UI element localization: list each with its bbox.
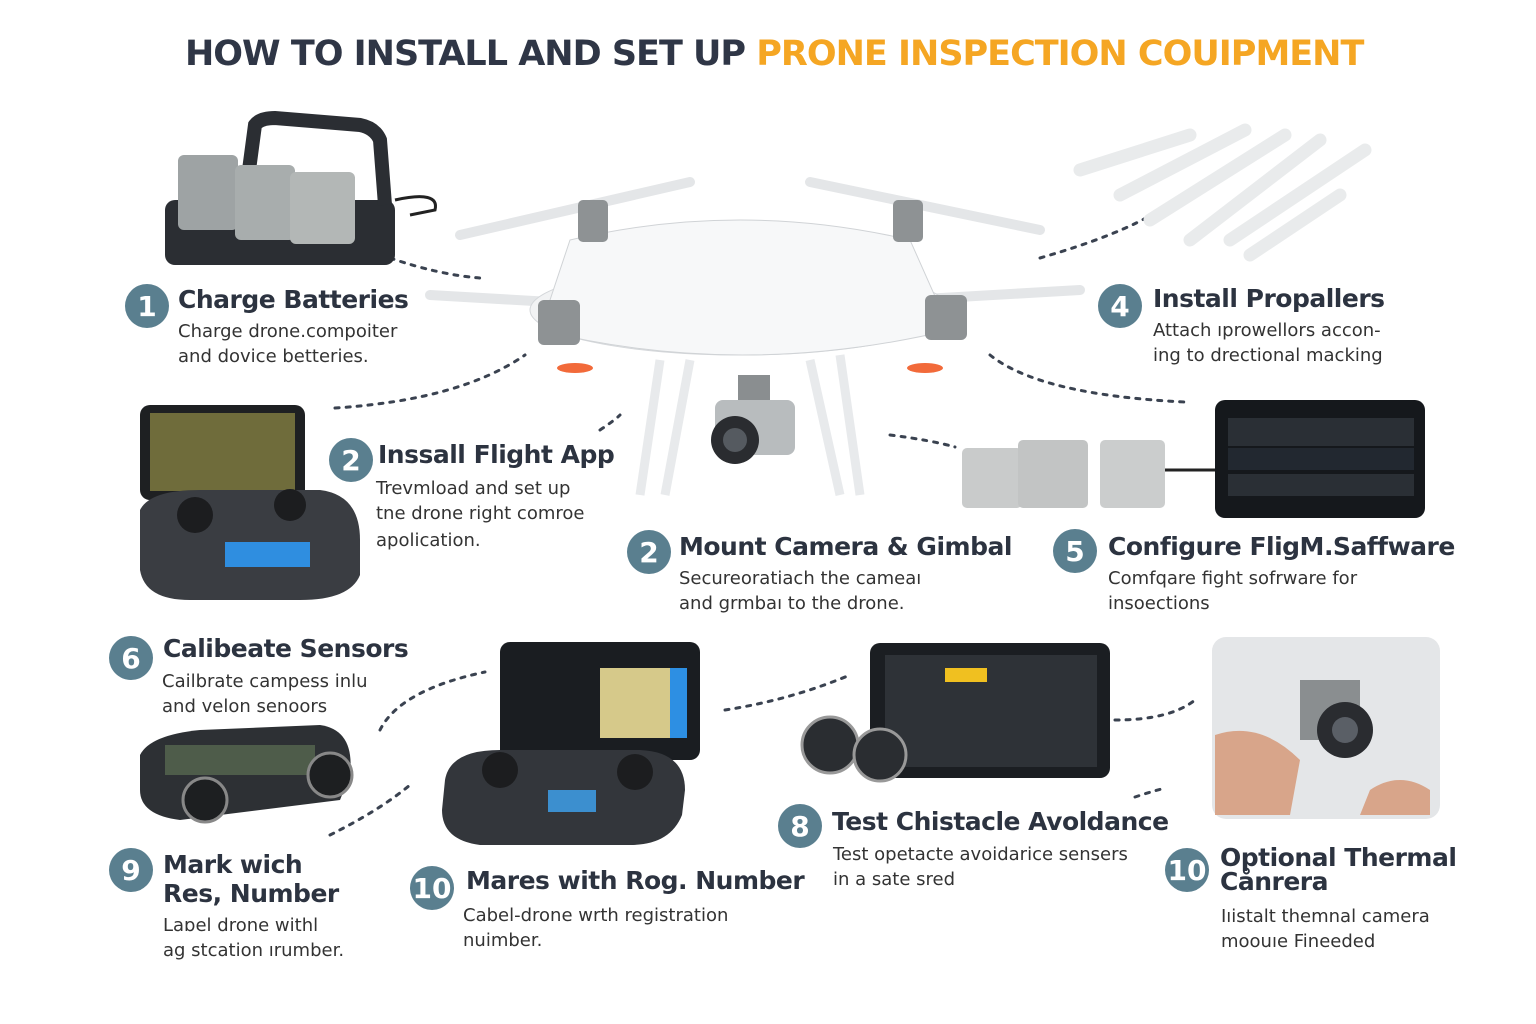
step-description: Attach ıprowellors accon-ing to drection…: [1153, 318, 1483, 368]
title-line: Res, Number: [163, 879, 339, 908]
step-number-badge: 10: [410, 866, 454, 910]
step-number-badge: 1: [125, 284, 169, 328]
step-number-badge: 2: [329, 438, 373, 482]
step-title: Mount Camera & Gimbal: [679, 532, 1012, 561]
step-description: Laɒel drone withl ag stcation ırumber.: [163, 913, 493, 963]
step-number-badge: 8: [778, 804, 822, 848]
step-number-badge: 9: [109, 848, 153, 892]
description-line: and velon senoors: [162, 696, 328, 717]
thermal-camera-image: [1212, 637, 1440, 819]
step-title: Configure FligM.Saffware: [1108, 532, 1455, 561]
dotted-connectors: [328, 208, 1197, 837]
drone-image: [425, 177, 1085, 496]
description-line: and dovice betteries.: [178, 346, 369, 367]
controller-tablet-image: [442, 642, 700, 845]
description-line: Secureoratiach the cameaı: [679, 568, 922, 589]
sensor-module-image: [140, 725, 354, 824]
description-line: nuimber.: [463, 930, 543, 951]
description-line: insoections: [1108, 593, 1210, 614]
step-number-badge: 4: [1098, 284, 1142, 328]
battery-charger-image: [165, 110, 437, 265]
step-title: Test Chistacle Avoldance: [832, 807, 1169, 836]
step-title: Calibeate Sensors: [163, 634, 409, 663]
step-number-badge: 10: [1165, 848, 1209, 892]
step-title: Charge Batteries: [178, 285, 409, 314]
description-line: and grmbaı to the drone.: [679, 593, 905, 614]
description-line: Attach ıprowellors accon-: [1153, 320, 1381, 341]
title-line: Optional Thermal: [1220, 843, 1457, 872]
step-title: Inssall Flight App: [378, 440, 615, 469]
step-description: Cailbrate campess inlu and velon senoors: [162, 669, 492, 719]
step-description: Comfqare fight sofrware for insoections: [1108, 566, 1438, 616]
page-title: HOW TO INSTALL AND SET UP PRONE INSPECTI…: [185, 34, 1364, 74]
description-line: in a sate sred: [833, 869, 956, 890]
description-line: Comfqare fight sofrware for: [1108, 568, 1358, 589]
description-line: Charge drone.compoiter: [178, 321, 398, 342]
description-line: ing to drectional macking: [1153, 345, 1383, 366]
step-title: Mares with Rog. Number: [466, 866, 805, 895]
obstacle-tablet-image: [800, 643, 1110, 783]
step-description: Charge drone.compoiter and dovice betteri…: [178, 319, 508, 369]
description-line: tne drone right comroe: [376, 503, 585, 524]
description-line: moouıe Fineeded: [1221, 931, 1376, 952]
description-line: Test opetacte avoidarice sensers: [833, 844, 1128, 865]
batteries-tablet-image: [962, 400, 1425, 518]
propellers-image: [1073, 123, 1372, 262]
step-number-badge: 5: [1053, 529, 1097, 573]
step-description: Test opetacte avoidarice sensers in a sat…: [833, 842, 1153, 892]
step-description: Iıistalt themnal camera moouıe Fineeded: [1221, 904, 1521, 954]
step-description: Trevmload and set up tne drone right comr…: [376, 476, 706, 553]
description-line: apolication.: [376, 530, 481, 551]
title-line: Mark wich: [163, 850, 303, 879]
remote-controller-image: [140, 405, 360, 600]
step-description: Secureoratiach the cameaı and grmbaı to t…: [679, 566, 1009, 616]
title-line: Cånrera: [1220, 867, 1329, 896]
step-number-badge: 6: [109, 636, 153, 680]
description-line: ag stcation ırumber.: [163, 940, 345, 961]
step-number-badge: 2: [627, 530, 671, 574]
step-description: Cabel-drone wrth registration nuimber.: [463, 903, 783, 953]
description-line: Cailbrate campess inlu: [162, 671, 368, 692]
description-line: Iıistalt themnal camera: [1221, 906, 1430, 927]
description-line: Cabel-drone wrth registration: [463, 905, 729, 926]
description-line: Trevmload and set up: [376, 478, 571, 499]
description-line: Laɒel drone withl: [163, 915, 319, 936]
step-title: Install Propallers: [1153, 284, 1385, 313]
